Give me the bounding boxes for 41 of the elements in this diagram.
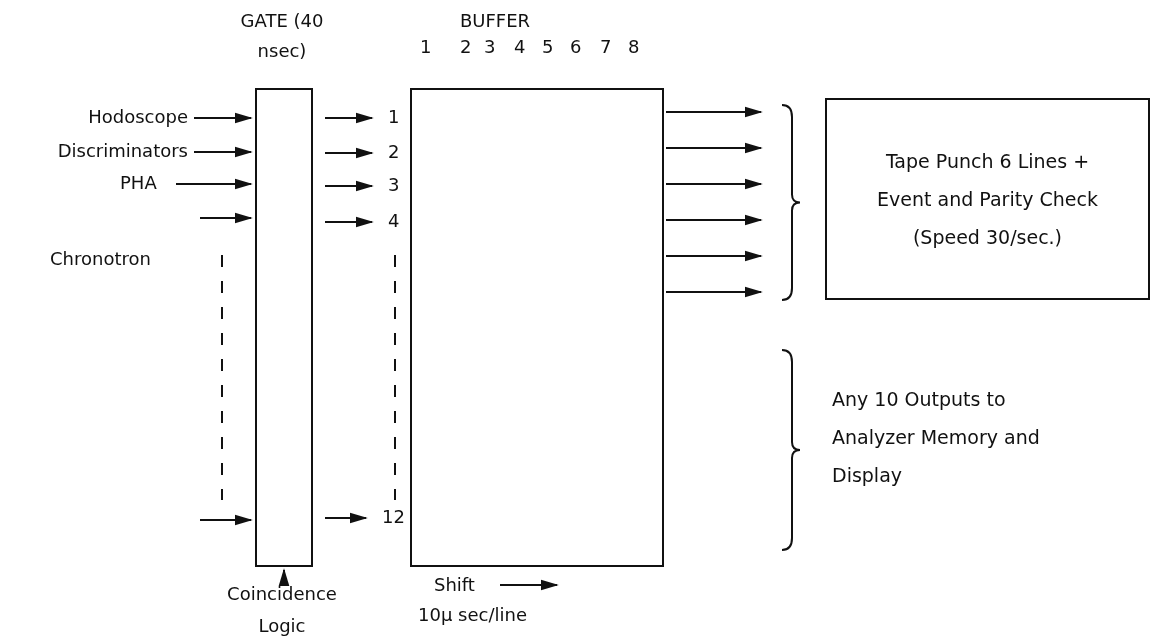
- row-number: 2: [388, 141, 400, 162]
- output-note: Any 10 Outputs to Analyzer Memory and Display: [832, 387, 1041, 488]
- arrow: [665, 142, 763, 154]
- tape-punch-box: Tape Punch 6 Lines + Event and Parity Check (Speed 30/sec.): [825, 98, 1150, 300]
- arrow: [193, 112, 253, 124]
- arrow: [199, 212, 253, 224]
- arrow: [199, 514, 253, 526]
- row-number: 1: [388, 106, 400, 127]
- row-number: 4: [388, 210, 400, 231]
- input-label: Coincidence Logic: [222, 578, 342, 642]
- arrow: [665, 214, 763, 226]
- axis-note: 10μ sec/line: [418, 604, 527, 625]
- arrow: [193, 146, 253, 158]
- arrow: [665, 286, 763, 298]
- column-number: 5: [542, 36, 554, 57]
- input-label: Discriminators: [40, 140, 188, 161]
- row-number: 12: [382, 506, 405, 527]
- column-number: 1: [420, 36, 432, 57]
- arrow: [175, 178, 253, 190]
- arrow: [665, 250, 763, 262]
- arrow: [278, 568, 290, 587]
- axis-note: Shift: [434, 574, 475, 595]
- arrow: [324, 512, 368, 524]
- column-number: 6: [570, 36, 582, 57]
- arrow: [324, 147, 374, 159]
- arrow: [324, 112, 374, 124]
- block-heading: GATE (40 nsec): [239, 9, 325, 63]
- column-number: 2: [460, 36, 472, 57]
- input-label: Hodoscope: [88, 106, 188, 127]
- column-number: 3: [484, 36, 496, 57]
- input-label: Chronotron: [50, 248, 151, 269]
- arrow: [665, 106, 763, 118]
- arrow: [324, 180, 374, 192]
- input-label: PHA: [120, 172, 170, 193]
- arrow: [324, 216, 374, 228]
- column-number: 8: [628, 36, 640, 57]
- column-number: 7: [600, 36, 612, 57]
- block-heading: BUFFER: [458, 9, 532, 33]
- arrow: [665, 178, 763, 190]
- column-number: 4: [514, 36, 526, 57]
- row-number: 3: [388, 174, 400, 195]
